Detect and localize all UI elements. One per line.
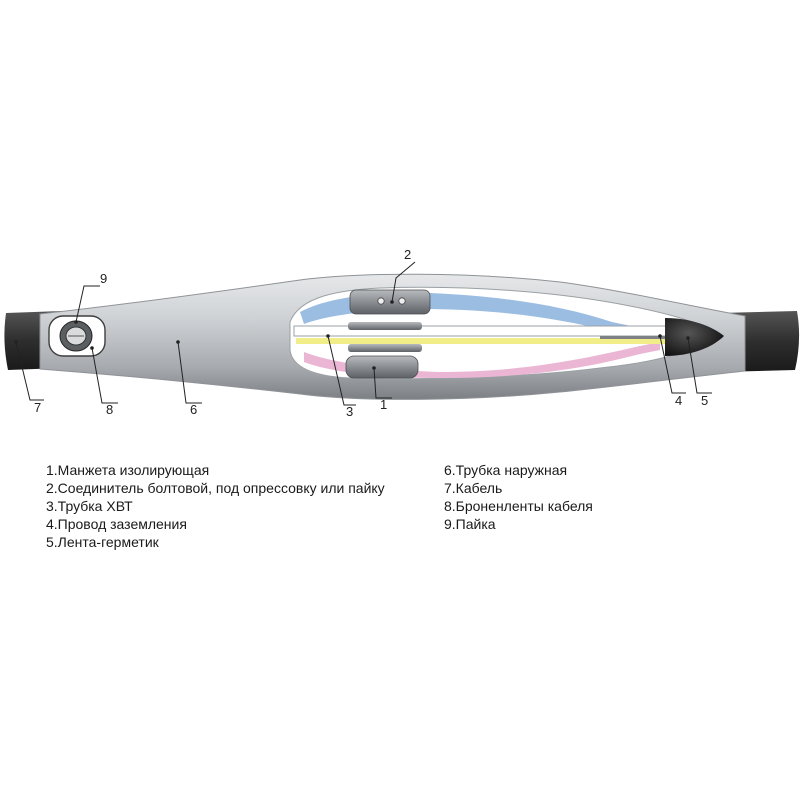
core-yellow xyxy=(296,338,668,344)
callout-1: 1 xyxy=(380,397,387,412)
bolt-right-icon xyxy=(398,297,406,305)
leader-1 xyxy=(373,367,392,399)
insulating-sleeve xyxy=(345,355,419,379)
sealant-tape xyxy=(665,318,724,356)
callout-9: 9 xyxy=(100,271,107,286)
callout-5: 5 xyxy=(701,393,708,408)
legend-item: 5.Лента-герметик xyxy=(46,534,159,550)
leader-4 xyxy=(659,335,686,394)
legend-item: 4.Провод заземления xyxy=(46,516,187,532)
connector-middle xyxy=(348,322,422,330)
cable-joint-diagram: 2 9 7 8 6 3 1 4 5 xyxy=(4,247,800,419)
core-pink xyxy=(304,342,660,378)
callout-6: 6 xyxy=(190,402,197,417)
legend-item: 1.Манжета изолирующая xyxy=(46,462,210,478)
legend-item: 2.Соединитель болтовой, под опрессовку и… xyxy=(46,480,385,496)
legend-item: 6.Трубка наружная xyxy=(444,462,568,478)
leader-6 xyxy=(177,341,202,404)
connector-middle-low xyxy=(348,344,422,352)
legend-item: 7.Кабель xyxy=(444,480,503,496)
bolt-left-icon xyxy=(377,297,385,305)
leader-8 xyxy=(91,347,118,404)
callout-2: 2 xyxy=(404,247,411,262)
leader-5 xyxy=(687,337,712,394)
callout-8: 8 xyxy=(106,402,113,417)
leader-lines xyxy=(15,261,712,406)
leader-9 xyxy=(75,285,100,323)
legend-item: 3.Трубка ХВТ xyxy=(46,498,133,514)
leader-7 xyxy=(15,341,44,401)
leader-dots xyxy=(14,300,690,370)
callout-3: 3 xyxy=(346,404,353,419)
connector-top xyxy=(349,289,431,315)
callout-7: 7 xyxy=(34,400,41,415)
callout-4: 4 xyxy=(675,393,682,408)
legend-item: 9.Пайка xyxy=(444,516,496,532)
ground-wire xyxy=(600,336,680,339)
legend-right: 6.Трубка наружная 7.Кабель 8.Броненленты… xyxy=(444,461,593,533)
leader-3 xyxy=(327,335,356,406)
legend-item: 8.Броненленты кабеля xyxy=(444,498,593,514)
legend-left: 1.Манжета изолирующая 2.Соединитель болт… xyxy=(46,461,385,551)
leader-2 xyxy=(391,261,416,303)
